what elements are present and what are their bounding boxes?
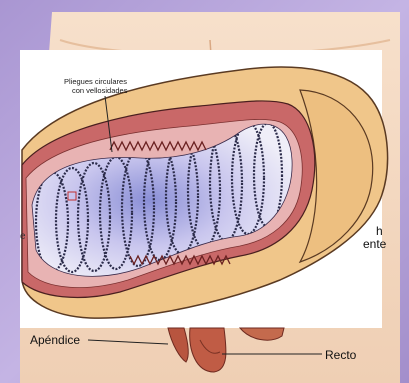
label-partial-right-2: ente	[363, 237, 386, 251]
label-recto: Recto	[325, 348, 356, 362]
label-pliegues-line2: con vellosidades	[72, 86, 127, 95]
label-pliegues-line1: Pliegues circulares	[64, 77, 127, 86]
label-partial-left: e	[20, 231, 26, 242]
label-partial-right-1: h	[376, 224, 383, 238]
label-apendice: Apéndice	[30, 333, 80, 347]
